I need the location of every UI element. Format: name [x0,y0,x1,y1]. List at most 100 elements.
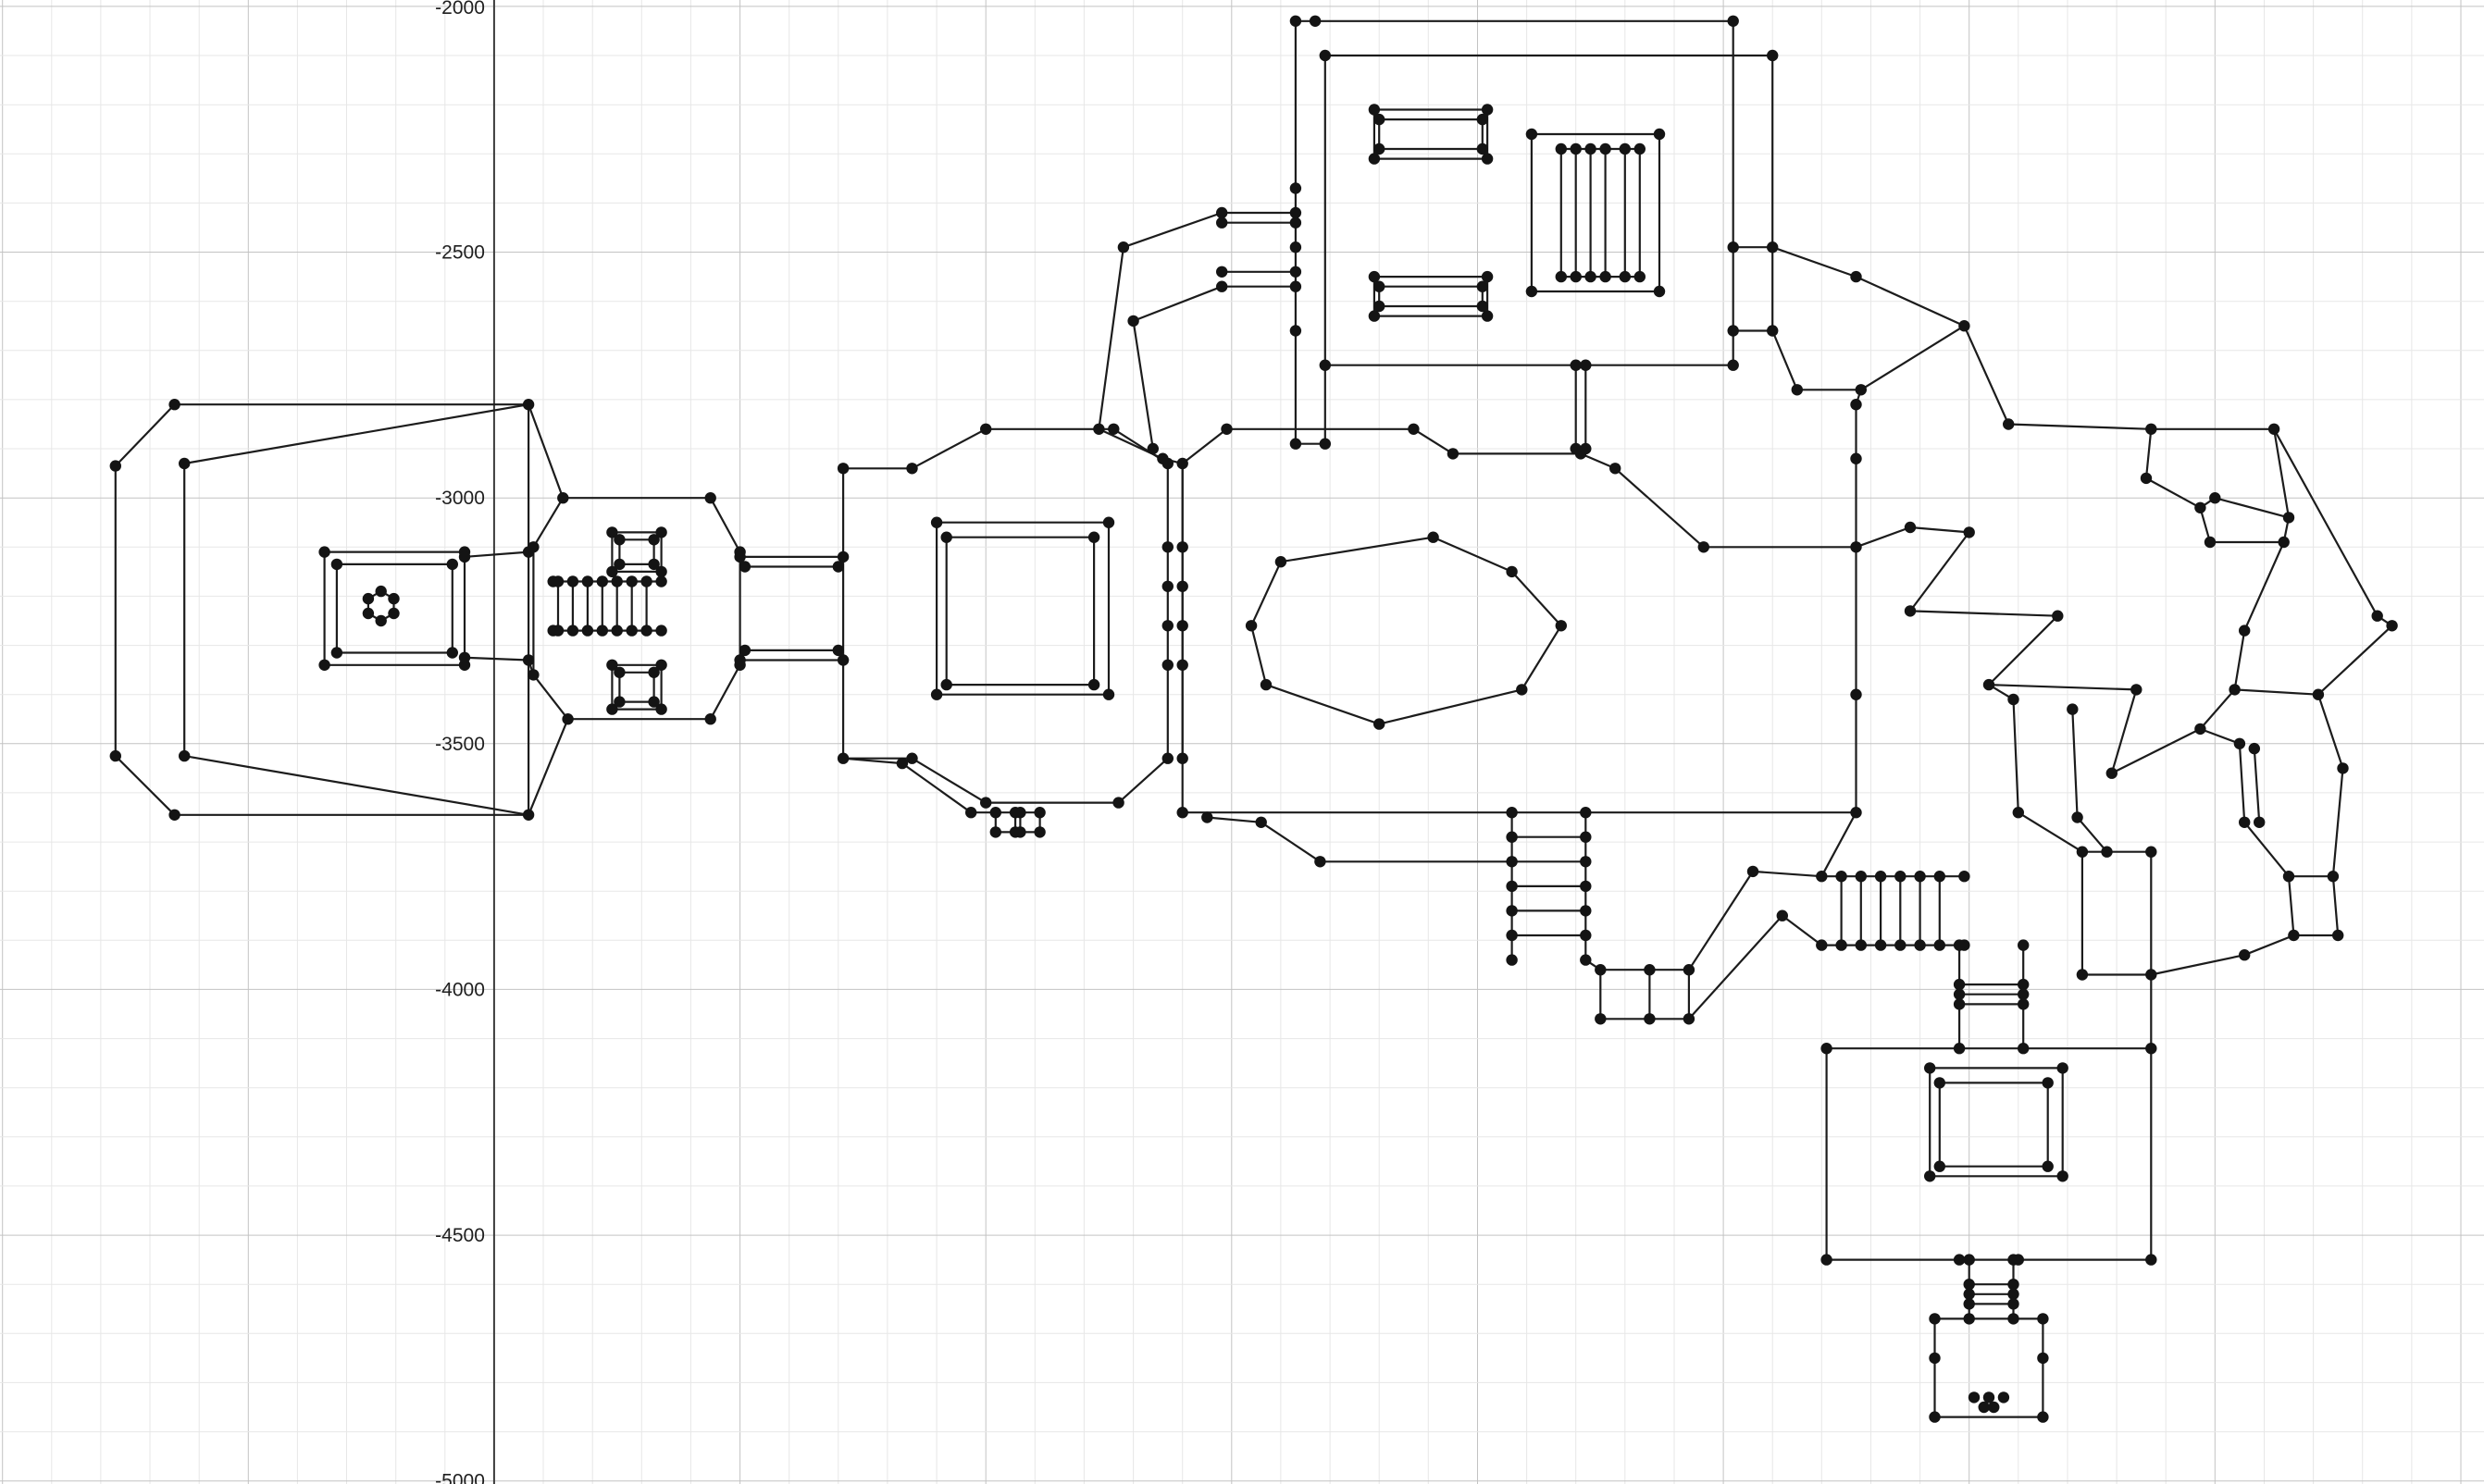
vertex-dot [1978,1401,1990,1414]
vertex-dot [1580,929,1592,942]
vertex-dot [1835,939,1847,951]
vertex-dot [1481,270,1494,283]
vertex-dot [640,625,652,637]
vertex-dot [179,749,191,762]
vertex-dot [1580,831,1592,843]
vertex-dot [557,492,569,504]
vertex-dot [989,826,1002,838]
map-wall-polyline [2199,497,2291,544]
map-wall-polyline [1687,914,1823,1020]
vertex-dot [906,752,918,764]
vertex-dot [1580,359,1592,371]
vertex-dot [2371,610,2383,622]
vertex-dot [1570,359,1582,371]
vertex-dot [1820,1254,1832,1266]
vertex-dot [1683,964,1695,976]
vertex-dot [655,703,667,715]
vertex-dot [1034,807,1046,819]
vertex-dot [1963,1279,1975,1291]
map-wall-polyline [1855,526,2138,691]
vertex-dot [1599,270,1611,283]
vertex-dot [2056,1062,2068,1074]
vertex-dot [1816,871,1828,883]
vertex-dot [989,807,1002,819]
vertex-dot [1633,270,1646,283]
vertex-dot [388,607,400,620]
vertex-dot-layer [109,15,2398,1423]
vertex-dot [318,659,330,671]
map-wall-polyline [527,403,565,500]
vertex-dot [1506,831,1518,843]
vertex-dot [1874,939,1887,951]
map-wall-polyline [2253,747,2261,823]
vertex-dot [562,713,574,725]
vertex-dot [2076,846,2089,858]
vertex-dot [446,647,458,659]
map-wall-polyline [945,536,1096,686]
map-wall-polyline [1687,870,1823,971]
vertex-dot [1319,359,1332,371]
vertex-dot [522,399,535,411]
vertex-dot [1835,871,1847,883]
vertex-dot [1580,856,1592,868]
vertex-dot [2239,949,2251,961]
vertex-dot [375,614,387,627]
vertex-dot [2018,939,2030,951]
map-wall-polyline [1771,246,1966,328]
vertex-dot [1767,49,1779,62]
vertex-dot [655,659,667,671]
y-axis-tick-label: -3500 [435,734,485,755]
vertex-dot [1176,752,1188,764]
vertex-dot [1933,1077,1945,1089]
vertex-dot [596,575,608,587]
vertex-dot [1476,280,1489,292]
vertex-dot [655,565,667,578]
y-axis-tick-label: -4500 [435,1225,485,1246]
vertex-dot [1216,280,1228,292]
vertex-dot [1914,939,1926,951]
vertex-dot [1982,678,1995,691]
vertex-dot [528,669,540,681]
vertex-dot [1525,285,1538,298]
vertex-dot [2071,811,2083,823]
vertex-dot [596,625,608,637]
vertex-dot [1289,182,1302,194]
vertex-dot [1963,1298,1975,1310]
vertex-dot [330,647,343,659]
vertex-dot [1087,531,1100,543]
vertex-dot [1644,1013,1656,1025]
vertex-dot [2067,703,2079,715]
vertex-dot [1727,359,1739,371]
vertex-dot [330,558,343,571]
vertex-dot [1580,807,1592,819]
vertex-dot [2145,1043,2157,1055]
vertex-dot [2282,871,2295,883]
y-axis-tick-label: -3000 [435,488,485,509]
vertex-dot [1373,113,1385,126]
map-wall-polyline [2238,742,2246,823]
vertex-dot [1894,871,1906,883]
vertex-dot [1653,128,1666,141]
vertex-dot [1161,541,1174,553]
vertex-dot [1619,142,1632,155]
vertex-dot [1476,113,1489,126]
map-wall-polyline [935,521,1111,696]
vertex-dot [1570,270,1582,283]
vertex-dot [2012,807,2024,819]
vertex-dot [168,809,180,821]
vertex-dot [940,678,952,691]
vertex-dot [566,625,579,637]
vertex-dot [1963,1288,1975,1301]
vertex-dot [1368,310,1381,322]
vertex-dot [2209,492,2221,504]
vertex-dot [2140,472,2153,485]
map-wall-polyline [183,403,530,816]
vertex-dot [2105,767,2118,779]
vertex-dot [1289,438,1302,450]
vertex-dot [552,575,565,587]
vertex-dot [930,516,943,528]
vertex-dot [552,625,565,637]
vertex-dot [1727,325,1739,337]
